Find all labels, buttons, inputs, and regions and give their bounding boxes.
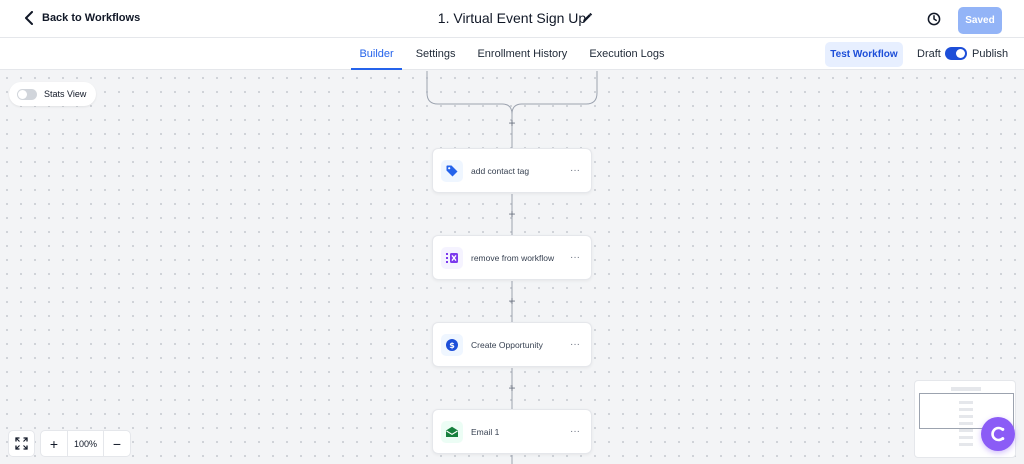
dollar-icon: $ [441, 333, 463, 356]
tab-bar: Builder Settings Enrollment History Exec… [0, 38, 1024, 70]
tab-enrollment-history[interactable]: Enrollment History [477, 48, 568, 60]
stats-switch[interactable] [17, 88, 37, 100]
brand-logo-icon [991, 426, 1005, 442]
add-step-button[interactable]: + [508, 294, 516, 308]
workflow-title[interactable]: 1. Virtual Event Sign Up [437, 10, 587, 26]
node-label: add contact tag [471, 165, 530, 176]
stats-view-label: Stats View [44, 89, 87, 99]
minimap-node [959, 422, 973, 425]
draft-label: Draft [917, 48, 941, 60]
zoom-level: 100% [67, 431, 104, 456]
minimap-node [959, 429, 973, 432]
zoom-out-button[interactable]: − [112, 435, 122, 452]
workflow-canvas[interactable]: Stats View + + + + add contact tag ··· r… [0, 71, 1024, 464]
action-node-email-1[interactable]: Email 1 ··· [432, 409, 592, 454]
more-options-icon[interactable]: ··· [570, 339, 580, 350]
stats-view-toggle[interactable]: Stats View [9, 82, 97, 106]
saved-button[interactable]: Saved [958, 7, 1002, 34]
node-label: Create Opportunity [471, 339, 543, 350]
top-bar: Back to Workflows 1. Virtual Event Sign … [0, 0, 1024, 38]
add-step-button[interactable]: + [508, 116, 516, 130]
minimap-node [959, 443, 973, 446]
node-label: Email 1 [471, 426, 500, 437]
zoom-control: + 100% − [40, 430, 131, 457]
add-step-button[interactable]: + [508, 381, 516, 395]
remove-workflow-icon [441, 246, 463, 269]
zoom-in-button[interactable]: + [49, 435, 59, 452]
node-label: remove from workflow [471, 252, 555, 263]
minimap-node [959, 415, 973, 418]
minimap-node [959, 436, 973, 439]
more-options-icon[interactable]: ··· [570, 252, 580, 263]
svg-text:$: $ [449, 341, 455, 350]
minimap-node [951, 387, 981, 391]
expand-icon [15, 437, 28, 450]
chevron-left-icon [25, 11, 33, 25]
minimap-node [959, 401, 973, 404]
tab-settings[interactable]: Settings [415, 48, 456, 60]
publish-label: Publish [972, 48, 1009, 60]
action-node-add-contact-tag[interactable]: add contact tag ··· [432, 148, 592, 193]
minimap-node [959, 408, 973, 411]
back-to-workflows-link[interactable]: Back to Workflows [24, 11, 140, 25]
action-node-remove-from-workflow[interactable]: remove from workflow ··· [432, 235, 592, 280]
test-workflow-button[interactable]: Test Workflow [825, 42, 903, 67]
fit-view-button[interactable] [8, 430, 35, 457]
tab-list: Builder Settings Enrollment History Exec… [0, 38, 1024, 70]
back-label: Back to Workflows [42, 12, 141, 24]
more-options-icon[interactable]: ··· [570, 426, 580, 437]
edit-pencil-icon[interactable] [581, 12, 593, 24]
action-node-create-opportunity[interactable]: $ Create Opportunity ··· [432, 322, 592, 367]
tab-builder[interactable]: Builder [348, 38, 404, 70]
more-options-icon[interactable]: ··· [570, 165, 580, 176]
minimap-viewport[interactable] [919, 393, 1014, 429]
email-icon [441, 420, 463, 443]
tab-execution-logs[interactable]: Execution Logs [589, 48, 665, 60]
add-step-button[interactable]: + [508, 207, 516, 221]
brand-assistant-button[interactable] [981, 417, 1015, 451]
tag-icon [441, 159, 463, 182]
history-clock-icon[interactable] [926, 11, 942, 27]
publish-toggle[interactable] [945, 47, 967, 60]
